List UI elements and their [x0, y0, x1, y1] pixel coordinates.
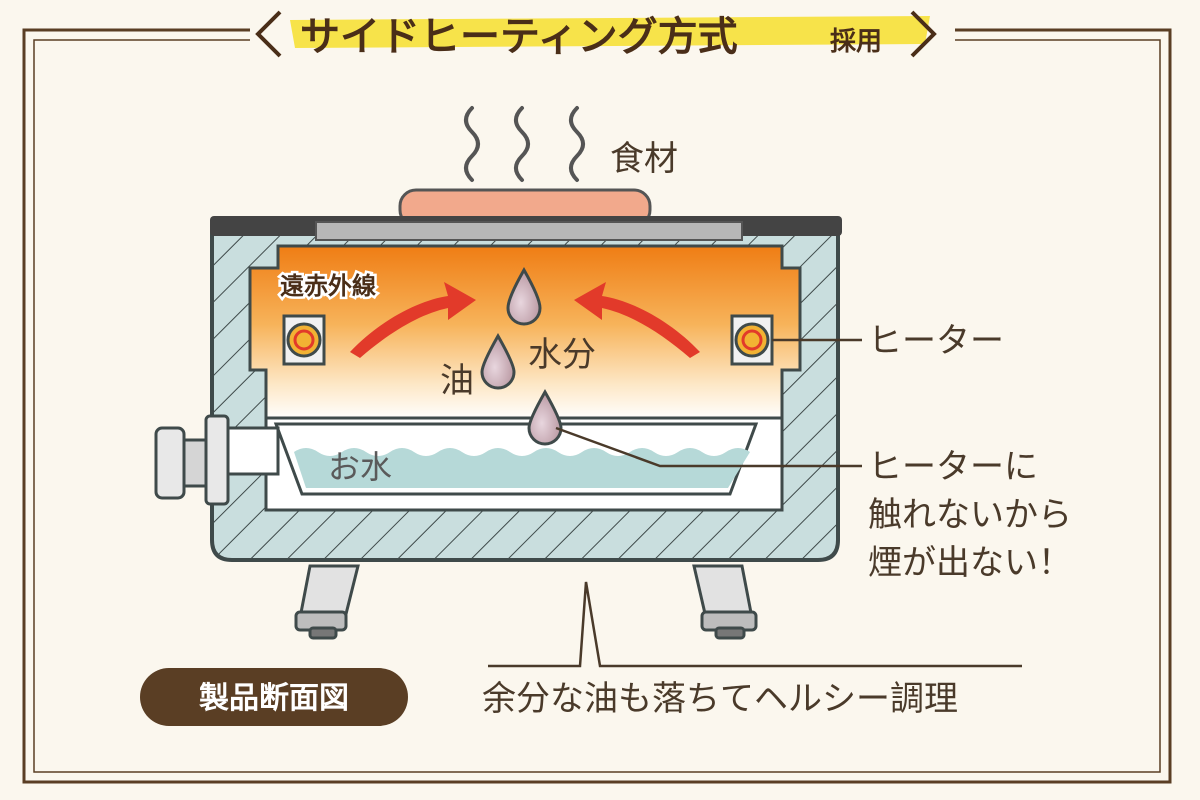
- title-sub: 採用: [830, 27, 882, 57]
- label-no-smoke-3: 煙が出ない！: [868, 543, 1072, 583]
- no-smoke-leader: [555, 426, 862, 468]
- label-oil: 油: [440, 361, 474, 401]
- label-heater: ヒーター: [868, 321, 1004, 361]
- label-food: 食材: [610, 139, 678, 179]
- steam-icon: [464, 106, 585, 182]
- label-infrared: 遠赤外線: [280, 272, 376, 300]
- label-cross-section: 製品断面図: [199, 681, 349, 716]
- label-healthy: 余分な油も落ちてヘルシー調理: [482, 679, 958, 719]
- arrow-up-icon: [350, 282, 700, 358]
- grill-plate: [315, 221, 743, 241]
- label-moisture: 水分: [528, 335, 596, 375]
- oil-drop-icon: [480, 266, 563, 446]
- title-banner: サイドヒーティング方式 採用: [250, 10, 955, 60]
- heater-coil-icon: [282, 314, 326, 366]
- label-no-smoke-1: ヒーターに: [868, 447, 1038, 487]
- label-water: お水: [328, 448, 392, 486]
- healthy-leader: [488, 581, 1022, 668]
- heater-coil-icon: [730, 314, 774, 366]
- tray-handle: [154, 414, 280, 506]
- title-main: サイドヒーティング方式: [300, 14, 738, 60]
- grill-legs: [294, 564, 758, 640]
- label-no-smoke-2: 触れないから: [868, 495, 1072, 535]
- cross-section-badge: [140, 668, 408, 726]
- water-tray: お水: [273, 422, 759, 496]
